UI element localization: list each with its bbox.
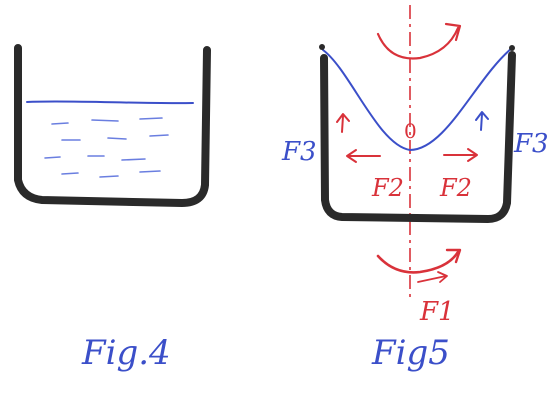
fig5-rotation-arrow-bottom [376, 250, 460, 274]
fig5-rim-dot-left [319, 44, 325, 50]
fig5-axis-label: 0 [404, 119, 417, 143]
fig5-force-label-f3-right: F3 [513, 129, 547, 159]
fig4-group [14, 44, 211, 207]
fig5-force-label-f2-left: F2 [371, 174, 404, 202]
fig5-small-up-arrow-left [336, 113, 350, 133]
fig5-rotation-arrowhead-bottom [445, 248, 462, 264]
fig5-parabolic-surface [322, 47, 513, 152]
fig5-rotation-arrow-top [376, 26, 460, 60]
fig5-f2-right-arrowhead [467, 148, 478, 162]
fig5-force-label-f2-right: F2 [439, 174, 472, 202]
fig5-rim-dot-right [509, 45, 515, 51]
fig5-rotation-arrowhead-top [444, 22, 462, 42]
fig5-group [319, 5, 516, 300]
fig5-small-up-arrow-right [475, 111, 489, 131]
fig4-caption: Fig.4 [81, 333, 171, 373]
fig4-water-surface [26, 100, 194, 105]
fig4-water-strokes [44, 117, 169, 178]
fig5-f2-left-arrowhead [346, 149, 357, 163]
fig5-force-label-f1: F1 [419, 297, 455, 327]
fig5-force-label-f3-left: F3 [281, 137, 317, 167]
fig5-f1-arrow [417, 271, 448, 283]
fig5-caption: Fig5 [371, 333, 450, 373]
fig5-vessel [320, 51, 516, 223]
fig4-vessel [14, 44, 211, 207]
